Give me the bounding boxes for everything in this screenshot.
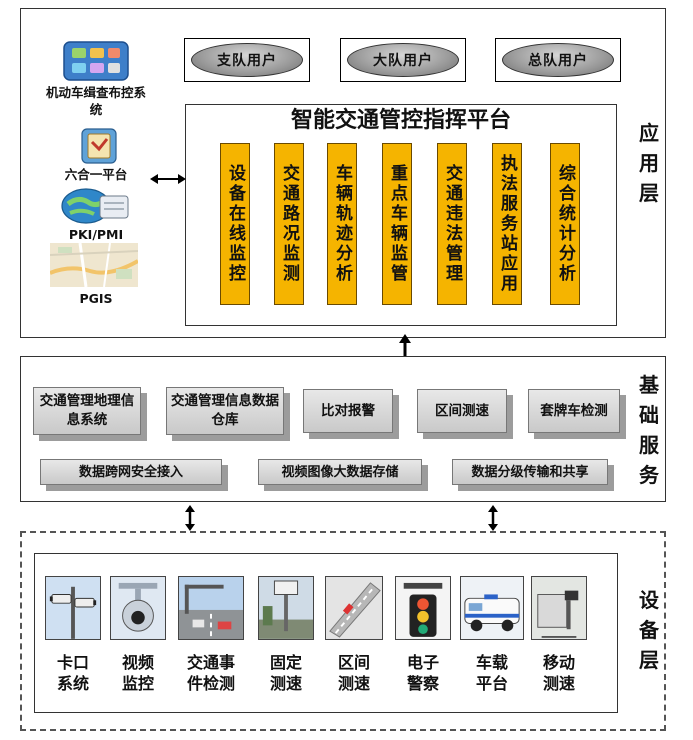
- application-layer-label: 应用层: [639, 121, 659, 205]
- module-7: 综合统计分析: [550, 143, 580, 305]
- module-label: 设备在线监控: [225, 164, 245, 284]
- device-label: 移动测速: [531, 652, 587, 694]
- foundation-layer-label: 基础服务: [639, 373, 659, 487]
- device-label: 固定测速: [258, 652, 314, 694]
- speed-post-icon: [258, 576, 314, 640]
- bidirectional-arrow-icon: [185, 505, 195, 531]
- module-label: 交通违法管理: [442, 164, 462, 284]
- device-layer: [20, 531, 666, 731]
- dome-camera-icon: [110, 576, 166, 640]
- device-label: 区间测速: [325, 652, 383, 694]
- six-in-one-platform-icon: [81, 128, 117, 164]
- device-label-line: 固定: [269, 653, 302, 672]
- checkpoint-camera-icon: [45, 576, 101, 640]
- bidirectional-arrow-icon: [488, 505, 498, 531]
- service-label: 区间测速: [435, 402, 489, 419]
- service-gis: 交通管理地理信息系统: [33, 387, 141, 435]
- module-4: 重点车辆监管: [382, 143, 412, 305]
- service-secure-access: 数据跨网安全接入: [40, 459, 222, 485]
- service-section-speed: 区间测速: [417, 389, 507, 433]
- external-system-label: 六合一平台: [64, 167, 128, 182]
- service-clone-plate-detection: 套牌车检测: [528, 389, 620, 433]
- service-tiered-sharing: 数据分级传输和共享: [452, 459, 608, 485]
- platform-title: 智能交通管控指挥平台: [290, 108, 511, 133]
- module-3: 车辆轨迹分析: [327, 143, 357, 305]
- vehicle-control-system-icon: [63, 41, 129, 81]
- module-6: 执法服务站应用: [492, 143, 522, 305]
- device-label-line: 区间: [337, 653, 370, 672]
- device-label-line: 电子: [406, 653, 439, 672]
- user-group-label: 大队用户: [347, 43, 459, 77]
- external-system-label: 机动车缉查布控系统: [45, 85, 146, 117]
- service-label: 交通管理地理信息系统: [39, 393, 135, 428]
- device-label-line: 测速: [269, 674, 302, 693]
- module-1: 设备在线监控: [220, 143, 250, 305]
- police-van-icon: [460, 576, 524, 640]
- service-comparison-alarm: 比对报警: [303, 389, 393, 433]
- device-label-line: 警察: [406, 674, 439, 693]
- user-group-3: 总队用户: [495, 38, 621, 82]
- device-label: 车载平台: [460, 652, 524, 694]
- road-segment-icon: [325, 576, 383, 640]
- service-video-storage: 视频图像大数据存储: [258, 459, 422, 485]
- external-system-label: PGIS: [79, 291, 113, 306]
- device-label-line: 平台: [475, 674, 508, 693]
- user-group-2: 大队用户: [340, 38, 466, 82]
- service-data-warehouse: 交通管理信息数据仓库: [166, 387, 284, 435]
- device-label: 交通事件检测: [178, 652, 244, 694]
- device-label-line: 车载: [475, 653, 508, 672]
- device-label: 卡口系统: [45, 652, 101, 694]
- device-layer-label: 设备层: [639, 588, 659, 672]
- module-2: 交通路况监测: [274, 143, 304, 305]
- user-group-1: 支队用户: [184, 38, 310, 82]
- bidirectional-arrow-icon: [150, 174, 186, 184]
- device-label-line: 测速: [542, 674, 575, 693]
- device-label-line: 移动: [542, 653, 575, 672]
- external-system-label: PKI/PMI: [68, 227, 124, 242]
- module-label: 综合统计分析: [555, 164, 575, 284]
- service-label: 视频图像大数据存储: [281, 464, 399, 480]
- device-label-line: 视频: [121, 653, 154, 672]
- traffic-light-icon: [395, 576, 451, 640]
- module-label: 执法服务站应用: [497, 154, 517, 294]
- service-label: 数据分级传输和共享: [471, 464, 589, 480]
- module-label: 车辆轨迹分析: [332, 164, 352, 284]
- device-label: 视频监控: [110, 652, 166, 694]
- device-label-line: 测速: [337, 674, 370, 693]
- pgis-map-icon: [50, 243, 138, 287]
- device-label-line: 交通事: [186, 653, 235, 672]
- user-group-label: 支队用户: [191, 43, 303, 77]
- road-event-icon: [178, 576, 244, 640]
- device-label: 电子警察: [395, 652, 451, 694]
- service-label: 交通管理信息数据仓库: [171, 393, 279, 428]
- service-label: 数据跨网安全接入: [78, 464, 183, 480]
- device-label-line: 系统: [56, 674, 89, 693]
- user-group-label: 总队用户: [502, 43, 614, 77]
- pki-pmi-icon: [61, 188, 129, 224]
- module-5: 交通违法管理: [437, 143, 467, 305]
- device-label-line: 件检测: [186, 674, 235, 693]
- module-label: 重点车辆监管: [387, 164, 407, 284]
- mobile-speed-icon: [531, 576, 587, 640]
- service-label: 比对报警: [321, 402, 375, 419]
- device-label-line: 监控: [121, 674, 154, 693]
- device-label-line: 卡口: [56, 653, 89, 672]
- module-label: 交通路况监测: [279, 164, 299, 284]
- service-label: 套牌车检测: [540, 402, 608, 419]
